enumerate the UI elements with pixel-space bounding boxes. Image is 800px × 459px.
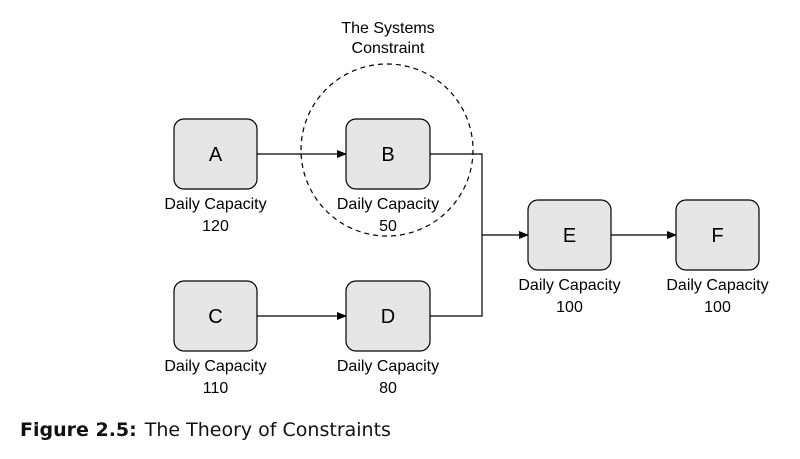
node-f-box — [675, 199, 760, 271]
node-f-capacity-value: 100 — [704, 299, 731, 316]
node-c-label: C — [208, 306, 222, 328]
figure-caption-text: The Theory of Constraints — [144, 419, 391, 441]
node-e-capacity-label: Daily Capacity — [518, 277, 620, 294]
systems-constraint-group: The Systems Constraint — [300, 20, 474, 237]
figure-caption: Figure 2.5: The Theory of Constraints — [20, 419, 391, 441]
node-a: A Daily Capacity 120 — [164, 118, 267, 235]
node-c: C Daily Capacity 110 — [164, 280, 267, 397]
node-a-box — [173, 118, 258, 190]
node-e-label: E — [563, 225, 576, 247]
constraint-dashed-circle — [300, 63, 474, 237]
node-b-capacity-value: 50 — [379, 218, 397, 235]
node-d: D Daily Capacity 80 — [337, 280, 439, 397]
edge-b-merge — [430, 153, 483, 317]
node-b-box — [345, 118, 431, 190]
node-e-box — [527, 199, 612, 271]
node-d-capacity-value: 80 — [379, 380, 397, 397]
node-d-capacity-label: Daily Capacity — [337, 358, 439, 375]
node-c-capacity-value: 110 — [203, 380, 229, 397]
node-a-capacity-label: Daily Capacity — [164, 196, 266, 213]
node-d-label: D — [381, 306, 395, 328]
node-b-capacity-label: Daily Capacity — [337, 196, 439, 213]
node-c-capacity-label: Daily Capacity — [164, 358, 266, 375]
node-b-label: B — [381, 144, 394, 166]
node-d-box — [345, 280, 431, 352]
node-c-box — [173, 280, 258, 352]
constraint-label-line2: Constraint — [352, 40, 425, 57]
constraint-label-line1: The Systems — [341, 20, 434, 37]
node-b: B Daily Capacity 50 — [337, 118, 439, 235]
figure-caption-label: Figure 2.5: — [20, 419, 137, 441]
node-a-label: A — [209, 144, 223, 166]
node-f-capacity-label: Daily Capacity — [666, 277, 768, 294]
edges — [257, 150, 677, 320]
node-e-capacity-value: 100 — [556, 299, 583, 316]
node-f: F Daily Capacity 100 — [666, 199, 769, 316]
node-f-label: F — [711, 225, 723, 247]
node-e: E Daily Capacity 100 — [518, 199, 621, 316]
node-a-capacity-value: 120 — [202, 218, 229, 235]
